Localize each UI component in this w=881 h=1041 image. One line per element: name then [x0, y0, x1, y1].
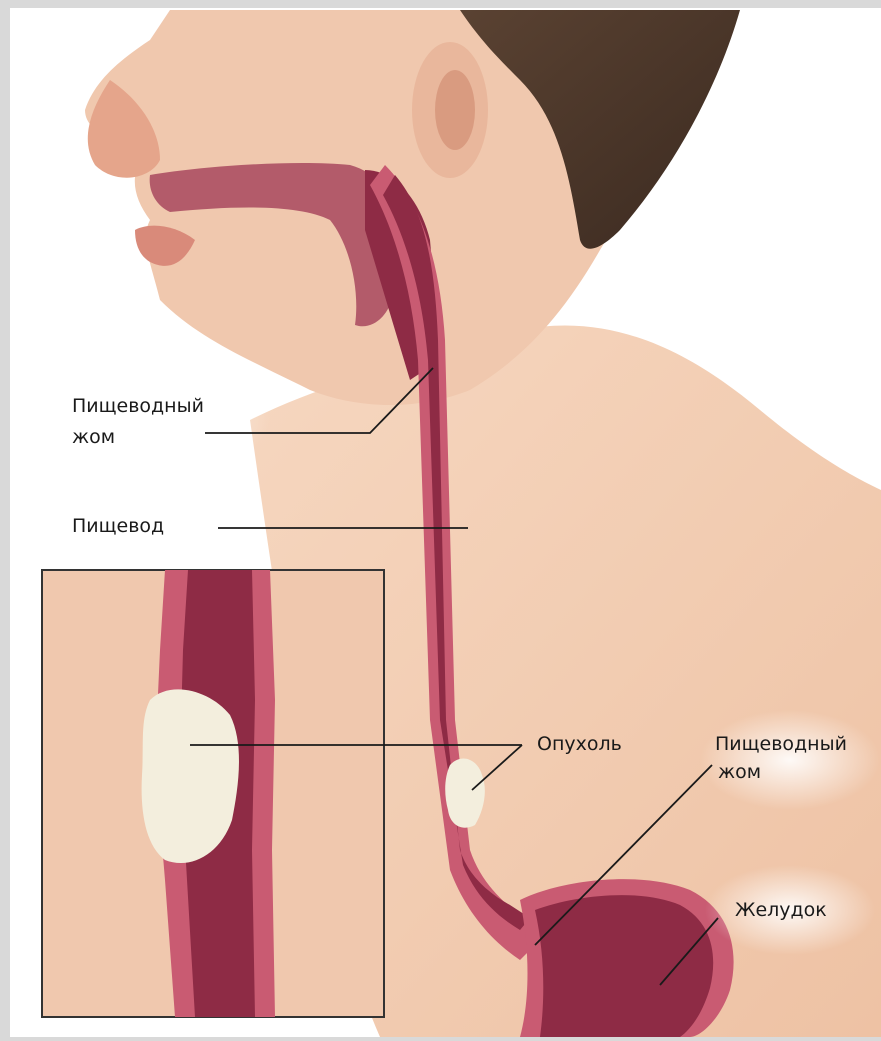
label-esophagus: Пищевод	[72, 515, 164, 537]
label-lower-sphincter-line2: жом	[718, 761, 761, 783]
ear-inner-shape	[435, 70, 475, 150]
label-upper-sphincter-line2: жом	[72, 426, 115, 448]
label-glow-lower-sphincter	[700, 710, 880, 810]
label-lower-sphincter-line1: Пищеводный	[715, 733, 847, 755]
label-tumor: Опухоль	[537, 733, 622, 755]
label-glow-upper-sphincter	[30, 365, 270, 475]
label-stomach: Желудок	[735, 899, 827, 921]
inset-box	[42, 570, 384, 1017]
label-upper-sphincter-line1: Пищеводный	[72, 395, 204, 417]
tumor-small	[445, 758, 485, 827]
stomach-lumen	[535, 895, 713, 1037]
